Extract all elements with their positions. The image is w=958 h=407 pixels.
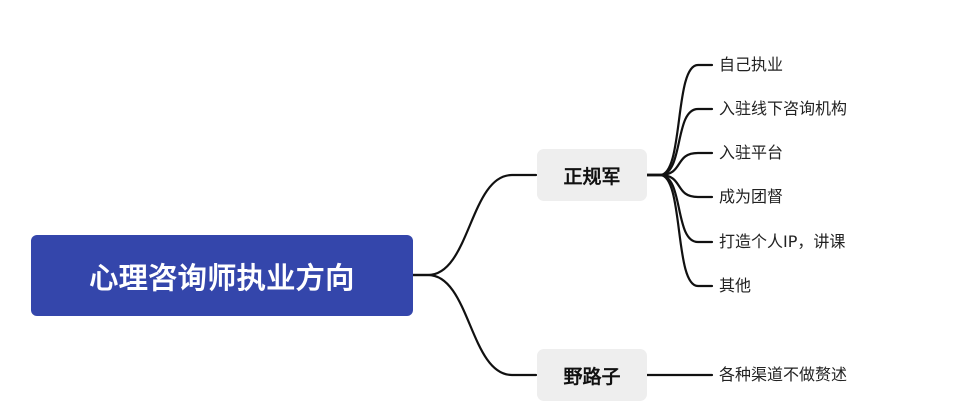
branch-topic-1-label: 正规军 (563, 165, 621, 188)
branch-topic-1[interactable]: 正规军 (537, 149, 647, 201)
leaf-topic-1-6[interactable]: 其他 (719, 276, 752, 295)
leaf-topic-1-1[interactable]: 自己执业 (719, 55, 784, 74)
root-topic-label: 心理咨询师执业方向 (89, 260, 355, 295)
leaf-topic-1-2[interactable]: 入驻线下咨询机构 (719, 99, 848, 118)
leaf-topic-1-3[interactable]: 入驻平台 (719, 143, 784, 162)
connector-root-branch-1 (411, 173, 538, 277)
connector-branch-1-leaf-6 (644, 173, 714, 288)
connector-branch-1-leaf-3 (644, 151, 714, 177)
branch-topic-2-label: 野路子 (563, 365, 621, 388)
connector-branch-1-leaf-4 (644, 173, 714, 199)
connector-branch-1-leaf-1 (644, 63, 714, 177)
connector-root-branch-2 (411, 273, 538, 377)
branch-topic-2[interactable]: 野路子 (537, 349, 647, 401)
leaf-topic-1-4[interactable]: 成为团督 (719, 187, 784, 206)
root-topic[interactable]: 心理咨询师执业方向 (31, 235, 413, 316)
leaf-topic-2-1[interactable]: 各种渠道不做赘述 (719, 365, 848, 384)
leaf-topic-1-5[interactable]: 打造个人IP，讲课 (719, 232, 846, 251)
